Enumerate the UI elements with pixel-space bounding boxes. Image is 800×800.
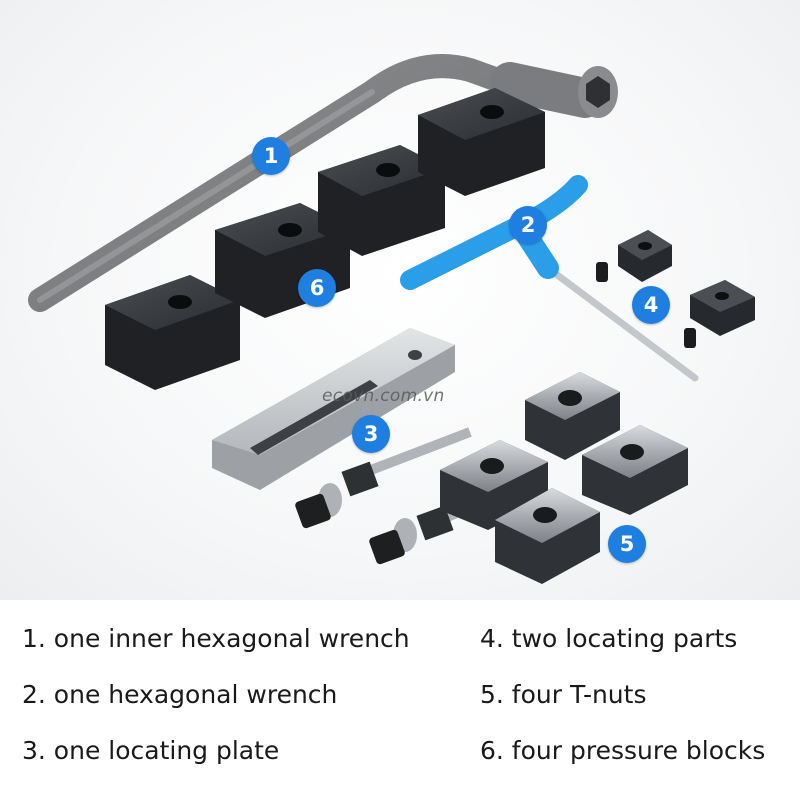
t-nut [495,488,600,584]
legend-item-4: 4. two locating parts [480,624,738,653]
badge-1: 1 [252,137,290,175]
badge-3: 3 [352,415,390,453]
badge-5: 5 [608,525,646,563]
legend-item-3: 3. one locating plate [22,736,280,765]
locating-part [596,230,672,282]
watermark: ecovn.com.vn [322,386,445,406]
bolt-assembly [295,427,488,565]
product-photo: 1 2 3 4 5 6 ecovn.com.vn [0,0,800,600]
inner-hexagonal-wrench [28,54,618,312]
badge-2: 2 [509,206,547,244]
t-nut [525,372,620,460]
t-nut [582,425,688,515]
locating-plate [212,328,455,490]
badge-6: 6 [298,269,336,307]
legend-item-6: 6. four pressure blocks [480,736,766,765]
legend-item-1: 1. one inner hexagonal wrench [22,624,410,653]
legend-item-2: 2. one hexagonal wrench [22,680,338,709]
parts-legend: 1. one inner hexagonal wrench 2. one hex… [0,600,800,800]
product-illustration [28,54,755,584]
locating-part [684,280,755,348]
legend-item-5: 5. four T-nuts [480,680,647,709]
pressure-block [418,88,545,196]
pressure-block [318,145,445,256]
pressure-block [105,275,240,390]
badge-4: 4 [632,286,670,324]
